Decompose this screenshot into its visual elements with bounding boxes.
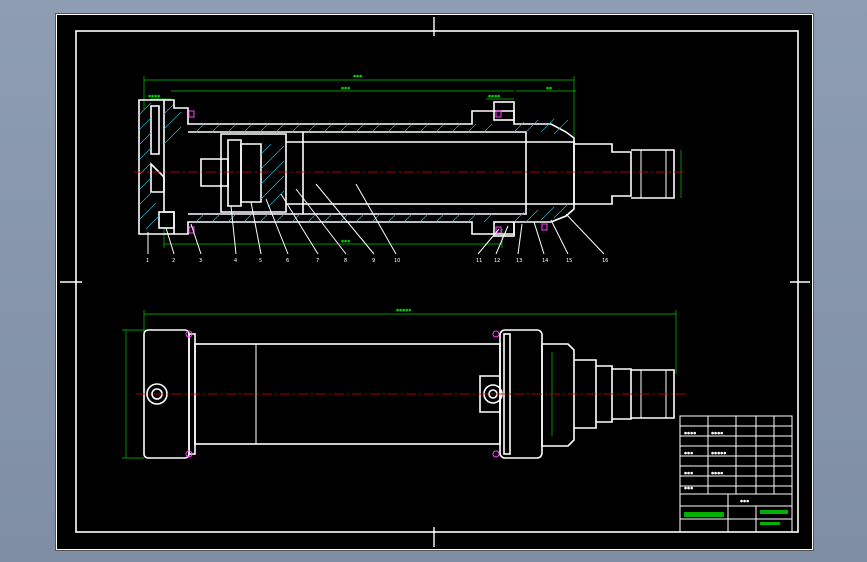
part-number-14: 14 xyxy=(542,258,548,264)
part-number-15: 15 xyxy=(566,258,572,264)
part-number-5: 5 xyxy=(259,258,262,264)
part-number-1: 1 xyxy=(146,258,149,264)
elevation-view: ●●●●● xyxy=(122,308,686,459)
part-number-16: 16 xyxy=(602,258,608,264)
part-number-8: 8 xyxy=(344,258,347,264)
title-block-text: ●●●● ●●●● ●●● ●●●●● ●●● ●●●● ●●● ●●● xyxy=(684,431,788,525)
part-number-4: 4 xyxy=(234,258,237,264)
svg-text:●●●: ●●● xyxy=(684,486,693,490)
drawing-sheet: ●●● ●●● ●● ●●●● ●●●● ●●● xyxy=(55,13,814,551)
svg-text:●●●●: ●●●● xyxy=(488,94,500,98)
title-block xyxy=(679,415,793,533)
svg-text:●●●●●: ●●●●● xyxy=(396,308,411,312)
inner-frame xyxy=(75,30,799,533)
part-number-11: 11 xyxy=(476,258,482,264)
outer-frame xyxy=(56,14,813,550)
svg-text:●●●: ●●● xyxy=(341,86,350,90)
centering-marks xyxy=(60,17,810,547)
part-number-10: 10 xyxy=(394,258,400,264)
part-number-7: 7 xyxy=(316,258,319,264)
svg-text:●●●●: ●●●● xyxy=(148,94,160,98)
svg-text:●●●●: ●●●● xyxy=(711,431,723,435)
svg-text:●●●: ●●● xyxy=(353,74,362,78)
section-view: ●●● ●●● ●● ●●●● ●●●● ●●● xyxy=(134,74,686,255)
svg-text:●●●: ●●● xyxy=(341,239,350,243)
svg-text:●●: ●● xyxy=(546,86,552,90)
part-number-6: 6 xyxy=(286,258,289,264)
svg-text:●●●: ●●● xyxy=(740,499,749,503)
svg-text:●●●●: ●●●● xyxy=(711,471,723,475)
svg-text:●●●: ●●● xyxy=(684,451,693,455)
part-number-13: 13 xyxy=(516,258,522,264)
part-number-2: 2 xyxy=(172,258,175,264)
part-number-12: 12 xyxy=(494,258,500,264)
part-number-3: 3 xyxy=(199,258,202,264)
svg-text:●●●●: ●●●● xyxy=(684,431,696,435)
svg-text:●●●●●: ●●●●● xyxy=(711,451,726,455)
part-number-9: 9 xyxy=(372,258,375,264)
svg-text:●●●: ●●● xyxy=(684,471,693,475)
